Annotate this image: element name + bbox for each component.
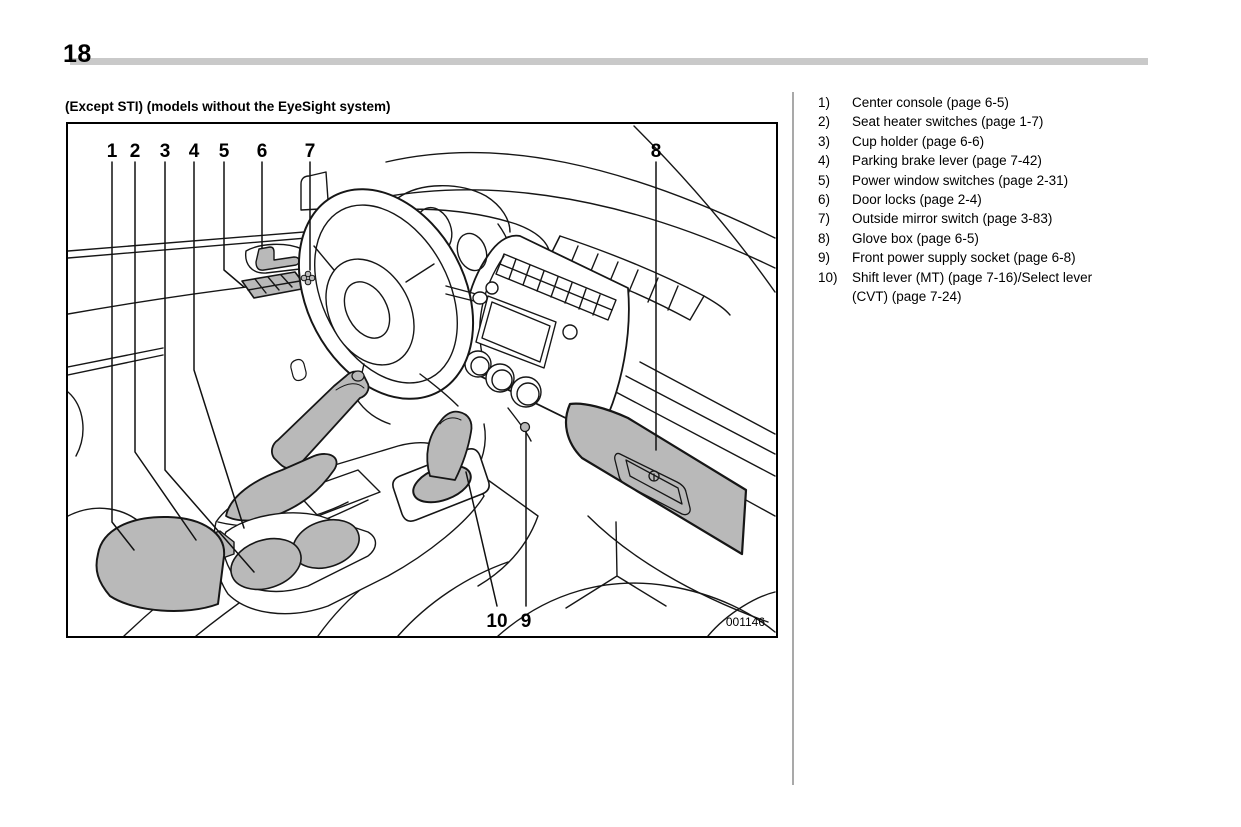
legend-item-number: 5)	[818, 172, 831, 188]
legend-item-2: 2) Seat heater switches (page 1-7)	[818, 112, 1238, 131]
power-window-switch-panel	[241, 271, 308, 299]
legend-item-7: 7) Outside mirror switch (page 3-83)	[818, 209, 1238, 228]
callout-8: 8	[651, 141, 662, 162]
glove-box	[564, 402, 748, 556]
callout-10: 10	[486, 611, 507, 632]
shift-lever	[392, 410, 490, 522]
legend-item-1: 1) Center console (page 6-5)	[818, 93, 1238, 112]
legend-item-number: 7)	[818, 211, 831, 227]
legend-item-4: 4) Parking brake lever (page 7-42)	[818, 151, 1238, 170]
callout-labels: 1 2 3 4 5 6 7 8 10 9 001146	[107, 141, 766, 632]
power-socket	[519, 421, 531, 433]
parking-brake-lever	[217, 370, 370, 527]
callout-3: 3	[160, 141, 171, 162]
callout-4: 4	[189, 141, 200, 162]
legend-item-text: Outside mirror switch (page 3-83)	[852, 211, 1053, 227]
figure-code: 001146	[726, 615, 765, 629]
legend-item-text-continued: (CVT) (page 7-24)	[852, 289, 962, 305]
legend-item-number: 2)	[818, 114, 831, 130]
column-divider	[792, 92, 794, 785]
callout-6: 6	[257, 141, 268, 162]
legend-item-number: 1)	[818, 95, 831, 110]
callout-1: 1	[107, 141, 118, 162]
interior-diagram-figure: 1 2 3 4 5 6 7 8 10 9 001146	[66, 122, 778, 638]
legend-item-number: 9)	[818, 250, 831, 266]
dash-seams	[607, 361, 776, 517]
mirror-switch	[300, 270, 316, 286]
legend-item-number: 8)	[818, 230, 831, 246]
figure-caption: (Except STI) (models without the EyeSigh…	[65, 99, 391, 114]
parts-legend: 1) Center console (page 6-5) 2) Seat heate…	[818, 93, 1238, 306]
legend-item-5: 5) Power window switches (page 2-31)	[818, 171, 1238, 190]
legend-item-text: Parking brake lever (page 7-42)	[852, 153, 1042, 169]
legend-item-text: Door locks (page 2-4)	[852, 192, 982, 208]
legend-item-10: 10) Shift lever (MT) (page 7-16)/Select l…	[818, 268, 1238, 307]
callout-9: 9	[521, 611, 532, 632]
cup-holder	[222, 512, 377, 593]
legend-item-text: Center console (page 6-5)	[852, 95, 1009, 110]
leader-lines	[111, 161, 657, 607]
legend-item-text: Glove box (page 6-5)	[852, 230, 979, 246]
callout-2: 2	[130, 141, 141, 162]
console-armrest	[95, 515, 226, 612]
legend-item-number: 3)	[818, 133, 831, 149]
seatbelt-buckle	[290, 358, 307, 382]
legend-item-text: Power window switches (page 2-31)	[852, 172, 1069, 188]
legend-item-number: 10)	[818, 269, 838, 285]
header-rule	[70, 58, 1148, 65]
legend-item-number: 6)	[818, 192, 831, 208]
legend-item-3: 3) Cup holder (page 6-6)	[818, 132, 1238, 151]
kick-panel-curve	[587, 515, 769, 623]
callout-5: 5	[219, 141, 230, 162]
legend-item-text: Cup holder (page 6-6)	[852, 133, 985, 149]
steering-wheel	[297, 188, 488, 425]
legend-item-text: Shift lever (MT) (page 7-16)/Select leve…	[852, 269, 1093, 285]
legend-item-9: 9) Front power supply socket (page 6-8)	[818, 248, 1238, 267]
center-stack	[463, 234, 630, 442]
legend-item-number: 4)	[818, 153, 831, 169]
parts-legend-list: 1) Center console (page 6-5) 2) Seat heate…	[818, 93, 1238, 306]
callout-7: 7	[305, 141, 316, 162]
legend-item-text: Seat heater switches (page 1-7)	[852, 114, 1044, 130]
legend-item-6: 6) Door locks (page 2-4)	[818, 190, 1238, 209]
legend-item-8: 8) Glove box (page 6-5)	[818, 229, 1238, 248]
page-number: 18	[63, 40, 92, 68]
legend-item-text: Front power supply socket (page 6-8)	[852, 250, 1076, 266]
interior-line-drawing: 1 2 3 4 5 6 7 8 10 9 001146	[68, 125, 776, 636]
